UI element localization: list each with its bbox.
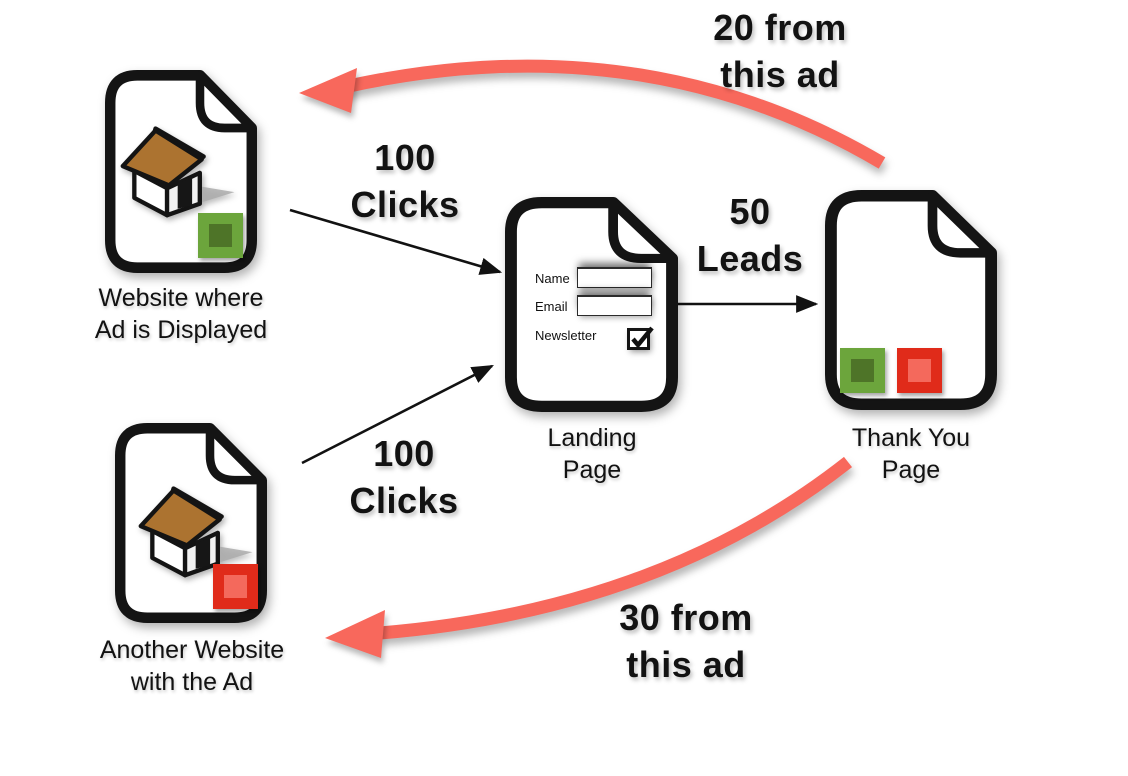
website-bottom-node xyxy=(115,423,267,623)
thank-you-label: Thank You Page xyxy=(851,424,971,484)
attribution-top-label: 20 from this ad xyxy=(713,7,847,95)
newsletter-checkbox[interactable] xyxy=(627,326,654,350)
red-ad-square-inner xyxy=(224,575,247,598)
green-ad-square xyxy=(198,213,243,258)
website-top-label: Website where Ad is Displayed xyxy=(94,284,268,344)
attribution-bottom-arrowhead xyxy=(325,610,385,658)
green-ad-square-inner xyxy=(851,359,874,382)
red-ad-square xyxy=(897,348,942,393)
leads-label: 50 Leads xyxy=(696,191,804,279)
name-field-label: Name xyxy=(535,271,570,286)
clicks-top-label: 100 Clicks xyxy=(350,137,460,225)
landing-page-label: Landing Page xyxy=(547,424,637,484)
house-icon xyxy=(138,486,253,578)
green-ad-square-inner xyxy=(209,224,232,247)
name-input[interactable] xyxy=(577,267,652,288)
red-ad-square xyxy=(213,564,258,609)
attribution-top-arrowhead xyxy=(299,68,357,113)
email-field-label: Email xyxy=(535,299,568,314)
newsletter-checkbox-check xyxy=(631,326,654,349)
red-ad-square-inner xyxy=(908,359,931,382)
website-top-node xyxy=(105,70,257,273)
thank-you-node xyxy=(825,190,997,410)
clicks-bottom-label: 100 Clicks xyxy=(349,433,459,521)
email-input[interactable] xyxy=(577,295,652,316)
landing-page-node: Name Email Newsletter xyxy=(505,197,678,412)
newsletter-label: Newsletter xyxy=(535,328,597,343)
attribution-bottom-label: 30 from this ad xyxy=(619,597,753,685)
green-ad-square xyxy=(840,348,885,393)
house-icon xyxy=(120,126,235,218)
website-bottom-label: Another Website with the Ad xyxy=(99,636,285,696)
